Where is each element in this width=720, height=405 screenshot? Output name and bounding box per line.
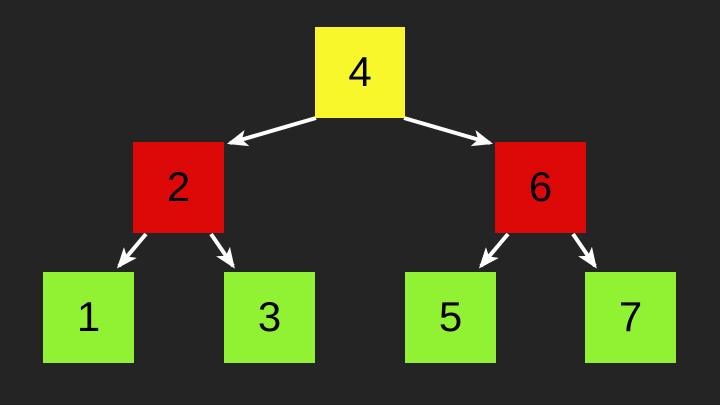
tree-node-label: 3	[257, 292, 282, 340]
tree-node-label: 5	[438, 292, 463, 340]
tree-node-label: 7	[618, 292, 643, 340]
tree-node-label: 6	[528, 162, 553, 210]
tree-node-4[interactable]: 4	[315, 27, 405, 118]
tree-edge-arrow	[209, 232, 235, 269]
tree-edges	[116, 116, 597, 269]
tree-edge-arrow	[116, 232, 148, 269]
tree-node-2[interactable]: 2	[133, 142, 224, 233]
tree-node-label: 2	[166, 162, 191, 210]
tree-edge-arrow	[478, 232, 510, 269]
tree-node-5[interactable]: 5	[405, 272, 496, 363]
tree-edge-arrow	[226, 116, 317, 147]
tree-node-1[interactable]: 1	[43, 272, 134, 363]
tree-node-label: 4	[348, 47, 372, 95]
tree-node-label: 1	[76, 292, 101, 340]
tree-edge-arrow	[571, 232, 597, 269]
tree-node-7[interactable]: 7	[585, 272, 676, 363]
tree-node-3[interactable]: 3	[224, 272, 315, 363]
tree-node-6[interactable]: 6	[495, 142, 586, 233]
tree-edge-arrow	[403, 116, 494, 147]
